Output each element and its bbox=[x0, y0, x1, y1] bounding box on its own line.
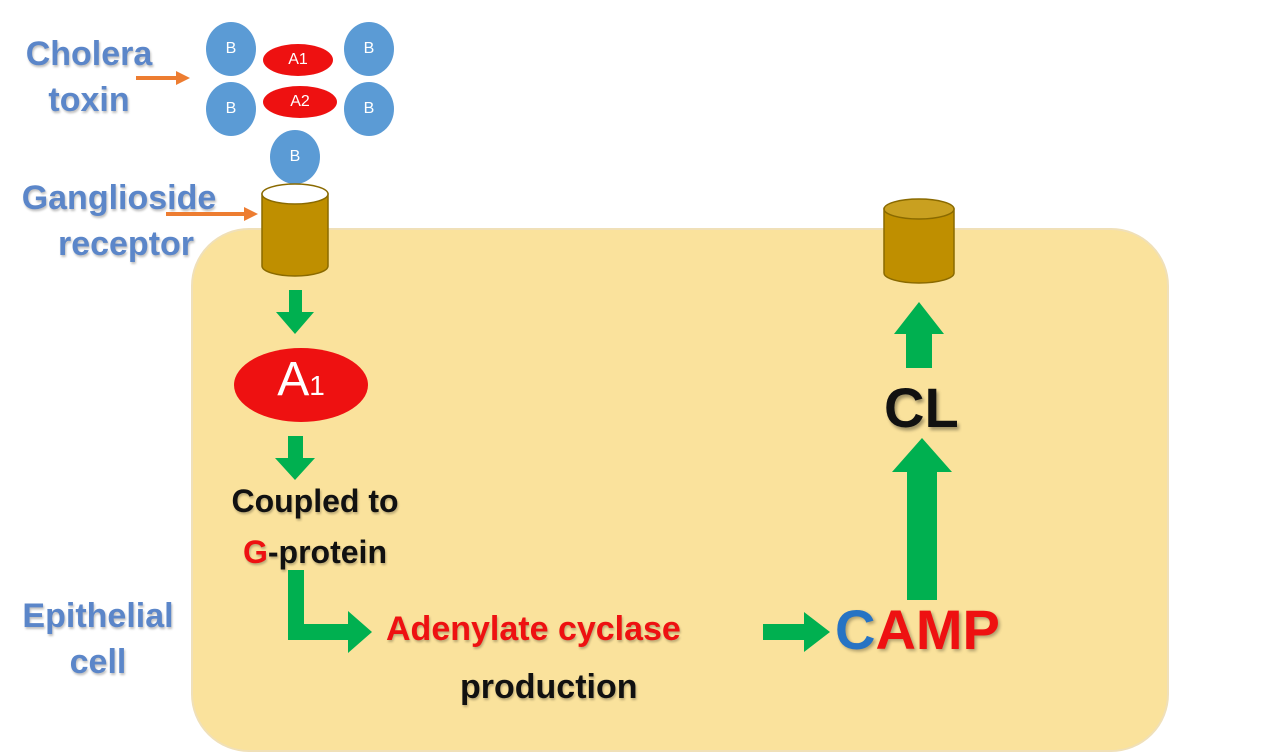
cholera-toxin-label: Cholera toxin bbox=[14, 32, 164, 124]
epithelial-cell bbox=[191, 228, 1169, 752]
chloride-channel-cylinder bbox=[883, 198, 955, 284]
epithelial-label-line1: Epithelial bbox=[22, 597, 174, 635]
cl-text: CL bbox=[884, 376, 959, 439]
ganglioside-receptor-cylinder bbox=[261, 183, 329, 277]
adenylate-cyclase-text: Adenylate cyclase bbox=[386, 610, 681, 648]
camp-c-letter: C bbox=[835, 598, 876, 661]
b-subunit-top-right: B bbox=[344, 22, 394, 76]
camp-amp-letters: AMP bbox=[875, 598, 1000, 661]
ganglioside-receptor-label: Ganglioside receptor bbox=[8, 176, 230, 268]
a1-subscript: 1 bbox=[309, 370, 325, 401]
a1-subunit: A1 bbox=[263, 44, 333, 76]
b-subunit-bottom: B bbox=[270, 130, 320, 184]
gprotein-line: G-protein bbox=[205, 527, 425, 578]
b-subunit-middle-right: B bbox=[344, 82, 394, 136]
ganglioside-label-line1: Ganglioside bbox=[21, 179, 217, 217]
cholera-pointer-arrow bbox=[136, 71, 190, 85]
a2-subunit: A2 bbox=[263, 86, 337, 118]
camp-text: CAMP bbox=[835, 602, 1000, 658]
a1-main-letter: A bbox=[277, 353, 310, 406]
arrow-a1-to-gprotein bbox=[275, 436, 315, 480]
b-subunit-top-left: B bbox=[206, 22, 256, 76]
arrow-receptor-to-a1 bbox=[276, 290, 314, 334]
arrow-cl-to-channel bbox=[894, 302, 944, 368]
b-subunit-middle-left: B bbox=[206, 82, 256, 136]
arrow-gprotein-to-adenylate bbox=[288, 570, 372, 653]
ganglioside-pointer-arrow bbox=[166, 207, 258, 221]
epithelial-label-line2: cell bbox=[69, 642, 127, 681]
arrow-camp-to-cl bbox=[892, 438, 952, 600]
a1-intracellular-label: A1 bbox=[234, 356, 368, 404]
coupled-to-line: Coupled to bbox=[231, 483, 399, 519]
cholera-toxin-label-line1: Cholera bbox=[25, 35, 153, 73]
arrow-adenylate-to-camp bbox=[763, 612, 830, 652]
gprotein-rest: -protein bbox=[267, 534, 387, 571]
coupled-to-gprotein-text: Coupled to G-protein bbox=[205, 476, 425, 578]
a1-intracellular-ellipse bbox=[234, 348, 368, 422]
ganglioside-label-line2: receptor bbox=[57, 224, 195, 263]
epithelial-cell-label: Epithelial cell bbox=[0, 594, 196, 686]
g-letter: G bbox=[243, 534, 268, 571]
production-text: production bbox=[460, 668, 638, 706]
cholera-toxin-label-line2: toxin bbox=[48, 80, 130, 119]
diagram-shapes bbox=[136, 71, 955, 653]
